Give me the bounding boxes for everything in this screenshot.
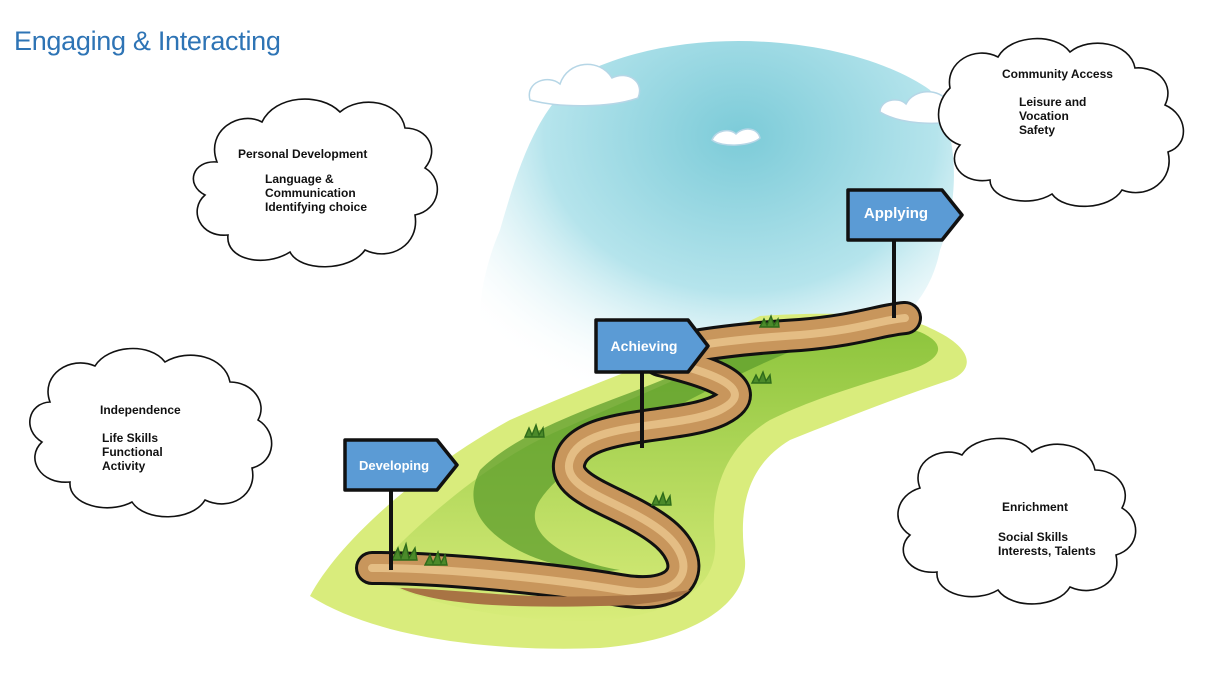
cloud-enrichment bbox=[897, 437, 1137, 605]
grass-hill-dark bbox=[473, 318, 880, 571]
sign-achieving bbox=[594, 318, 710, 448]
sign-applying-post bbox=[892, 240, 896, 318]
page-title: Engaging & Interacting bbox=[14, 26, 281, 56]
cloud-independence bbox=[29, 347, 273, 518]
sign-achieving-post bbox=[640, 372, 644, 448]
sign-achieving-board bbox=[594, 318, 710, 374]
sign-developing-board bbox=[343, 438, 459, 492]
sign-developing-post bbox=[389, 490, 393, 570]
cloud-personal-development bbox=[192, 98, 439, 268]
winding-road-highlight bbox=[368, 314, 909, 596]
sign-applying bbox=[846, 188, 964, 318]
sign-developing bbox=[343, 438, 459, 570]
grass-tufts bbox=[390, 314, 780, 566]
cloud-community-access bbox=[937, 37, 1185, 208]
sign-applying-board bbox=[846, 188, 964, 242]
road-soil bbox=[400, 588, 690, 607]
